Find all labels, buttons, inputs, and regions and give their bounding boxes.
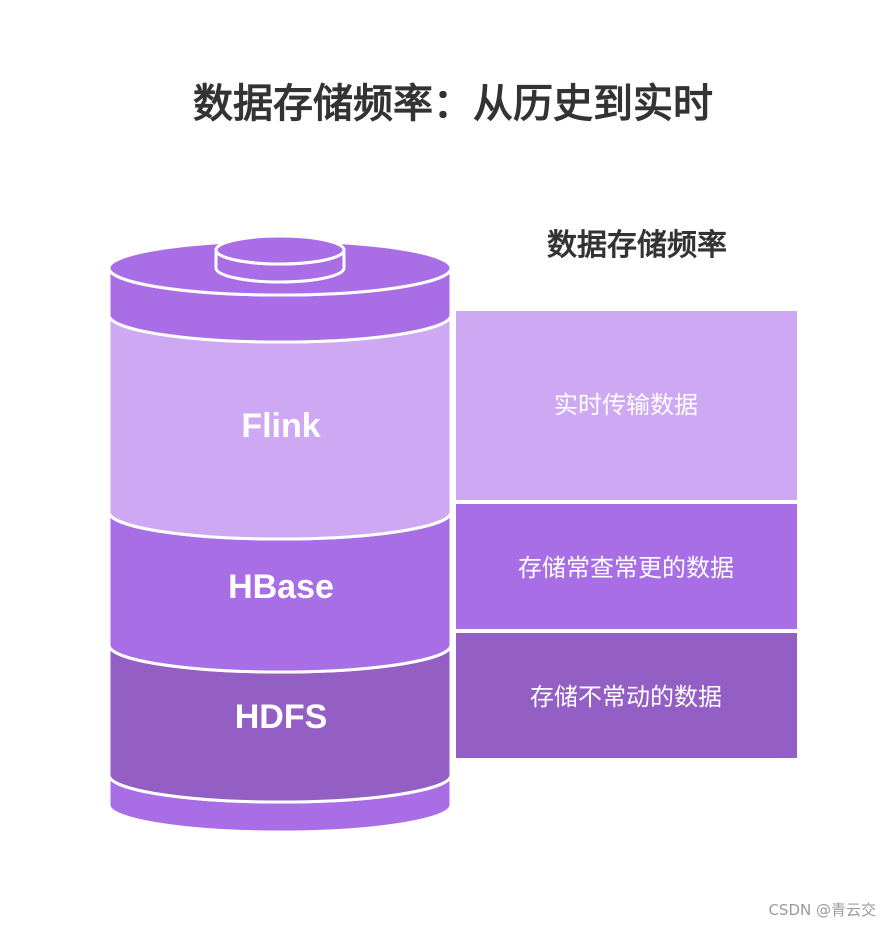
description-boxes bbox=[454, 309, 799, 760]
desc-text-hdfs: 存储不常动的数据 bbox=[530, 683, 722, 711]
cylinder-knob-top bbox=[214, 234, 346, 266]
desc-box-flink bbox=[454, 309, 799, 502]
desc-box-hdfs bbox=[454, 631, 799, 760]
layer-label-hdfs: HDFS bbox=[235, 698, 328, 736]
desc-box-hbase bbox=[454, 502, 799, 631]
desc-text-hbase: 存储常查常更的数据 bbox=[518, 554, 734, 582]
page-title: 数据存储频率：从历史到实时 bbox=[193, 81, 713, 127]
layer-label-hbase: HBase bbox=[228, 568, 334, 606]
layer-label-flink: Flink bbox=[241, 407, 320, 445]
storage-cylinder bbox=[107, 234, 453, 834]
legend-title: 数据存储频率 bbox=[547, 228, 727, 263]
watermark: CSDN @青云交 bbox=[768, 901, 876, 919]
desc-text-flink: 实时传输数据 bbox=[554, 391, 698, 419]
